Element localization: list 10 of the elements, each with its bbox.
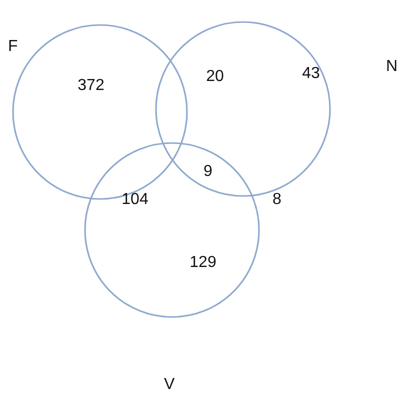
set-label: N — [386, 58, 398, 76]
set-label: F — [8, 38, 18, 56]
region-count: 372 — [78, 77, 104, 95]
region-count: 20 — [206, 68, 224, 86]
region-count: 129 — [190, 254, 216, 272]
region-count: 104 — [122, 191, 148, 209]
set-label: V — [164, 376, 175, 394]
region-count: 8 — [272, 191, 282, 209]
region-count: 43 — [302, 65, 320, 83]
region-count: 9 — [204, 163, 212, 181]
